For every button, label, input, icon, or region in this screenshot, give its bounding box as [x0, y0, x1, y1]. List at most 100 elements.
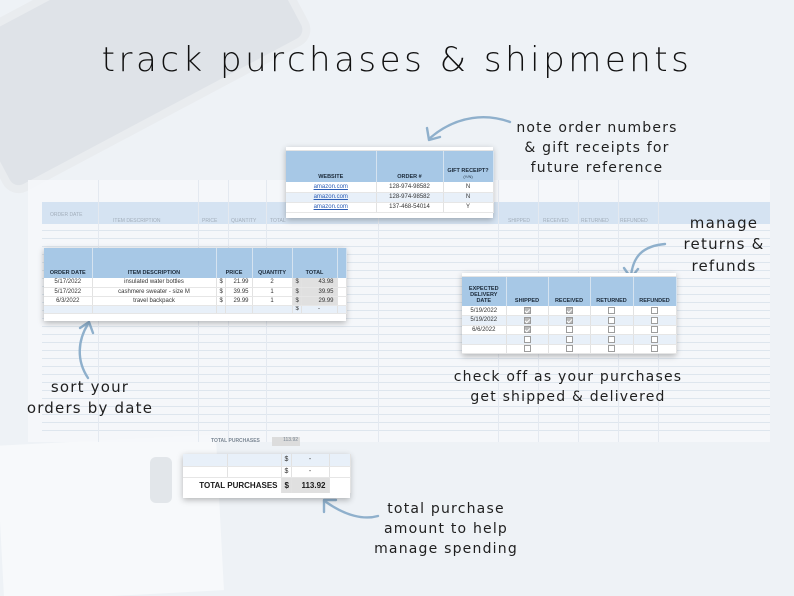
total-purchases-value: 113.92 — [291, 477, 330, 493]
refunded-checkbox[interactable] — [651, 316, 658, 324]
website-order-card: WEBSITE ORDER # GIFT RECEIPT? (Y/N) amaz… — [286, 147, 494, 218]
item-total: 43.98 — [301, 278, 338, 288]
header-received: RECEIVED — [548, 277, 591, 306]
returned-checkbox[interactable] — [608, 306, 615, 314]
header-returned: RETURNED — [590, 277, 634, 306]
item-quantity[interactable]: 1 — [252, 287, 293, 297]
currency-symbol: $ — [281, 477, 292, 493]
order-date[interactable]: 5/17/2022 — [44, 287, 93, 297]
item-description[interactable]: travel backpack — [92, 296, 217, 306]
header-refunded: REFUNDED — [633, 277, 677, 306]
order-items-card: ORDER DATE ITEM DESCRIPTION PRICE QUANTI… — [44, 248, 347, 321]
currency-symbol: $ — [216, 287, 226, 297]
caption-total-purchase: total purchase amount to help manage spe… — [374, 501, 518, 557]
header-website: WEBSITE — [286, 151, 377, 182]
background-total-label: TOTAL PURCHASES — [211, 438, 260, 444]
refunded-checkbox[interactable] — [651, 345, 658, 353]
received-checkbox[interactable] — [565, 306, 573, 314]
item-price[interactable]: 21.99 — [225, 278, 253, 288]
order-number[interactable]: 137-468-54014 — [376, 202, 444, 213]
item-total: 29.99 — [301, 296, 338, 306]
returned-checkbox[interactable] — [608, 326, 615, 334]
order-number[interactable]: 128-974-98582 — [376, 192, 444, 203]
arrow-to-total-card — [322, 498, 380, 519]
returned-checkbox[interactable] — [608, 335, 615, 343]
refunded-checkbox[interactable] — [651, 335, 658, 343]
currency-symbol: $ — [281, 466, 292, 478]
refunded-checkbox[interactable] — [651, 306, 658, 314]
order-number[interactable]: 128-974-98582 — [376, 182, 444, 193]
background-header: ITEM DESCRIPTION — [113, 218, 161, 224]
shipped-checkbox[interactable] — [523, 316, 531, 324]
header-total: TOTAL — [292, 248, 338, 278]
item-total: 39.95 — [301, 287, 338, 297]
background-header: ORDER DATE — [50, 212, 83, 218]
header-expected-delivery: EXPECTED DELIVERY DATE — [462, 277, 507, 306]
website-link[interactable]: amazon.com — [286, 202, 377, 213]
arrow-to-website-card — [425, 116, 512, 142]
header-gift-receipt: GIFT RECEIPT? (Y/N) — [443, 151, 494, 182]
item-quantity[interactable]: 1 — [252, 296, 293, 306]
empty-total: - — [291, 466, 330, 478]
caption-sort-orders: sort your orders by date — [26, 378, 154, 418]
currency-symbol: $ — [216, 278, 226, 288]
gift-receipt-value[interactable]: N — [443, 192, 494, 203]
order-date[interactable]: 6/3/2022 — [44, 296, 93, 306]
caption-order-numbers: note order numbers & gift receipts for f… — [516, 120, 678, 176]
header-item-description: ITEM DESCRIPTION — [92, 248, 217, 278]
shipped-checkbox[interactable] — [523, 335, 531, 343]
currency-symbol: $ — [216, 296, 226, 306]
received-checkbox[interactable] — [565, 345, 573, 353]
currency-symbol: $ — [292, 305, 302, 314]
cup-background — [150, 457, 172, 503]
received-checkbox[interactable] — [565, 316, 573, 324]
background-header: QUANTITY — [231, 218, 257, 224]
delivery-date[interactable] — [462, 344, 507, 354]
background-header: RECEIVED — [543, 218, 569, 224]
item-description[interactable]: cashmere sweater - size M — [92, 287, 217, 297]
received-checkbox[interactable] — [565, 335, 573, 343]
returned-checkbox[interactable] — [608, 345, 615, 353]
delivery-status-card: EXPECTED DELIVERY DATE SHIPPED RECEIVED … — [462, 273, 677, 354]
item-price[interactable]: 29.99 — [225, 296, 253, 306]
background-header: REFUNDED — [620, 218, 648, 224]
gift-receipt-value[interactable]: Y — [443, 202, 494, 213]
empty-total: - — [291, 454, 330, 467]
item-total-empty: - — [301, 305, 338, 314]
refunded-checkbox[interactable] — [651, 326, 658, 334]
arrow-to-order-card — [78, 320, 95, 380]
total-purchases-card: $ - $ - TOTAL PURCHASES $ 113.92 — [183, 454, 351, 498]
shipped-checkbox[interactable] — [523, 345, 531, 353]
item-quantity[interactable]: 2 — [252, 278, 293, 288]
gift-receipt-value[interactable]: N — [443, 182, 494, 193]
delivery-date[interactable]: 5/19/2022 — [462, 306, 507, 316]
returned-checkbox[interactable] — [608, 316, 615, 324]
currency-symbol: $ — [292, 287, 302, 297]
caption-returns: manage returns & refunds — [683, 214, 765, 275]
item-description[interactable]: insulated water bottles — [92, 278, 217, 288]
delivery-date[interactable]: 5/19/2022 — [462, 315, 507, 326]
background-header: RETURNED — [581, 218, 609, 224]
currency-symbol: $ — [292, 278, 302, 288]
background-header: SHIPPED — [508, 218, 530, 224]
website-link[interactable]: amazon.com — [286, 192, 377, 203]
header-order-number: ORDER # — [376, 151, 444, 182]
laptop-background — [0, 0, 306, 189]
page-title: track purchases & shipments — [101, 40, 693, 80]
shipped-checkbox[interactable] — [523, 326, 531, 334]
currency-symbol: $ — [281, 454, 292, 467]
header-shipped: SHIPPED — [506, 277, 549, 306]
shipped-checkbox[interactable] — [523, 306, 531, 314]
caption-check-off: check off as your purchases get shipped … — [453, 369, 683, 405]
header-quantity: QUANTITY — [252, 248, 293, 278]
delivery-date[interactable]: 6/6/2022 — [462, 325, 507, 335]
order-date[interactable]: 5/17/2022 — [44, 278, 93, 288]
background-total-value: 113.92 — [272, 437, 300, 446]
delivery-date[interactable] — [462, 334, 507, 345]
total-purchases-label: TOTAL PURCHASES — [183, 477, 282, 493]
received-checkbox[interactable] — [565, 326, 573, 334]
background-header: TOTAL — [270, 218, 286, 224]
item-price[interactable]: 39.95 — [225, 287, 253, 297]
background-header: PRICE — [202, 218, 218, 224]
website-link[interactable]: amazon.com — [286, 182, 377, 193]
